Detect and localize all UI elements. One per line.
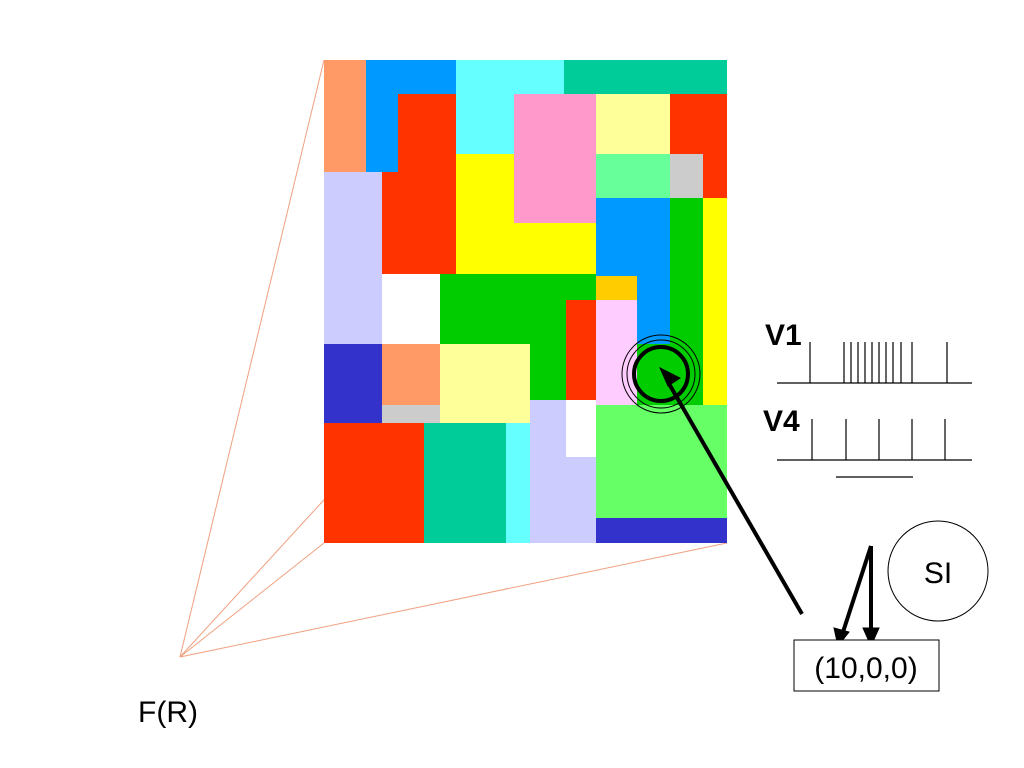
- patch-light-green-bottom: [596, 405, 727, 518]
- patch-light-yellow-top: [596, 94, 670, 154]
- si-label: SI: [924, 557, 952, 590]
- patch-blue-right-lower: [637, 276, 670, 344]
- patch-salmon-top: [324, 60, 366, 172]
- patch-light-yellow-mid: [440, 344, 530, 423]
- patch-cyan-top: [456, 60, 564, 94]
- v1-spike-train: [777, 342, 972, 384]
- si-arrow-right-head: [862, 627, 880, 648]
- patch-white-low: [566, 400, 596, 457]
- patch-cyan-bottom: [506, 423, 530, 543]
- v1-label: V1: [765, 319, 802, 352]
- patch-red-bottom: [324, 423, 424, 543]
- patch-yellow-right: [703, 198, 727, 405]
- patch-lavender-left: [324, 172, 382, 344]
- v4-label: V4: [763, 405, 800, 438]
- patch-red-right: [670, 94, 727, 154]
- patch-lavender-bottom: [530, 457, 596, 543]
- patch-blue-top: [366, 60, 456, 94]
- mondrian-display: [324, 60, 727, 543]
- patch-dark-blue-left: [324, 344, 382, 423]
- si-arrows: [833, 545, 880, 648]
- patch-white-left: [382, 274, 440, 344]
- pointer-arrow-head: [658, 366, 681, 387]
- receptive-field-mid-ring: [626, 339, 696, 409]
- patch-red-narrow: [566, 300, 596, 400]
- patch-lavender-low: [530, 400, 566, 457]
- pointer-arrow: [658, 366, 804, 616]
- patch-green-right: [670, 198, 703, 344]
- patch-red-right-lower: [703, 154, 727, 198]
- patch-blue-right: [596, 198, 670, 276]
- patch-gray-small: [670, 154, 703, 198]
- projection-line-bottom-left: [179, 542, 325, 658]
- patch-red-left: [398, 94, 456, 274]
- patch-pink: [514, 94, 596, 223]
- patch-teal-bottom: [424, 423, 506, 543]
- projection-line-bottom-right: [179, 542, 728, 658]
- patch-teal-top: [564, 60, 727, 94]
- patch-gray-strip: [382, 405, 440, 423]
- v4-spike-train: [777, 419, 972, 478]
- receptive-field-outer-ring: [621, 334, 701, 414]
- patch-orange-small: [596, 276, 637, 300]
- triplet-box: [793, 639, 940, 692]
- receptive-field-center: [632, 345, 690, 403]
- patch-yellow-center: [456, 154, 514, 274]
- si-circle: [887, 520, 989, 622]
- triplet-label: (10,0,0): [814, 652, 917, 685]
- patch-salmon-mid: [382, 344, 440, 405]
- patch-blue-left-strip: [366, 94, 398, 172]
- si-arrow-left-shaft: [841, 545, 873, 633]
- patch-dark-blue-bottom: [596, 518, 727, 543]
- patch-yellow-center-lower: [514, 223, 596, 274]
- patch-mint: [596, 154, 670, 198]
- patch-cyan-mid: [456, 94, 514, 154]
- patch-red-left-lower: [382, 172, 398, 274]
- receptive-field: [621, 334, 701, 414]
- patch-green-center-lower: [530, 344, 566, 400]
- f-r-label: F(R): [138, 696, 198, 729]
- pointer-arrow-shaft: [666, 380, 804, 616]
- projection-line-top-left: [179, 59, 325, 658]
